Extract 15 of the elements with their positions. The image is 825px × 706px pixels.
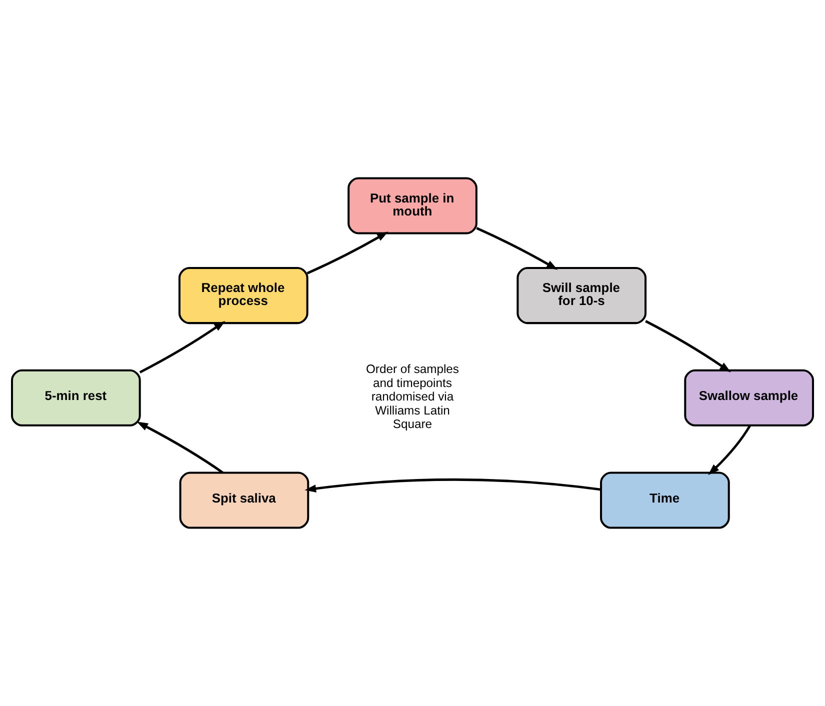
arrow [645,320,731,372]
node-box: Time [600,472,730,529]
arrow [139,321,226,374]
arrow [306,232,388,274]
arrow [708,424,752,476]
node-box: Swallow sample [684,369,814,426]
node-box: Swill sample for 10-s [516,267,647,324]
node-box: Put sample in mouth [348,177,478,234]
node-box: Spit saliva [179,472,310,529]
arrow [476,227,558,270]
node-box: Repeat whole process [178,267,308,324]
arrow [304,478,601,493]
label: Order of samples and timepoints randomised via Williams Latin Square [366,362,459,432]
arrow [136,422,224,474]
node-box: 5-min rest [10,369,141,426]
